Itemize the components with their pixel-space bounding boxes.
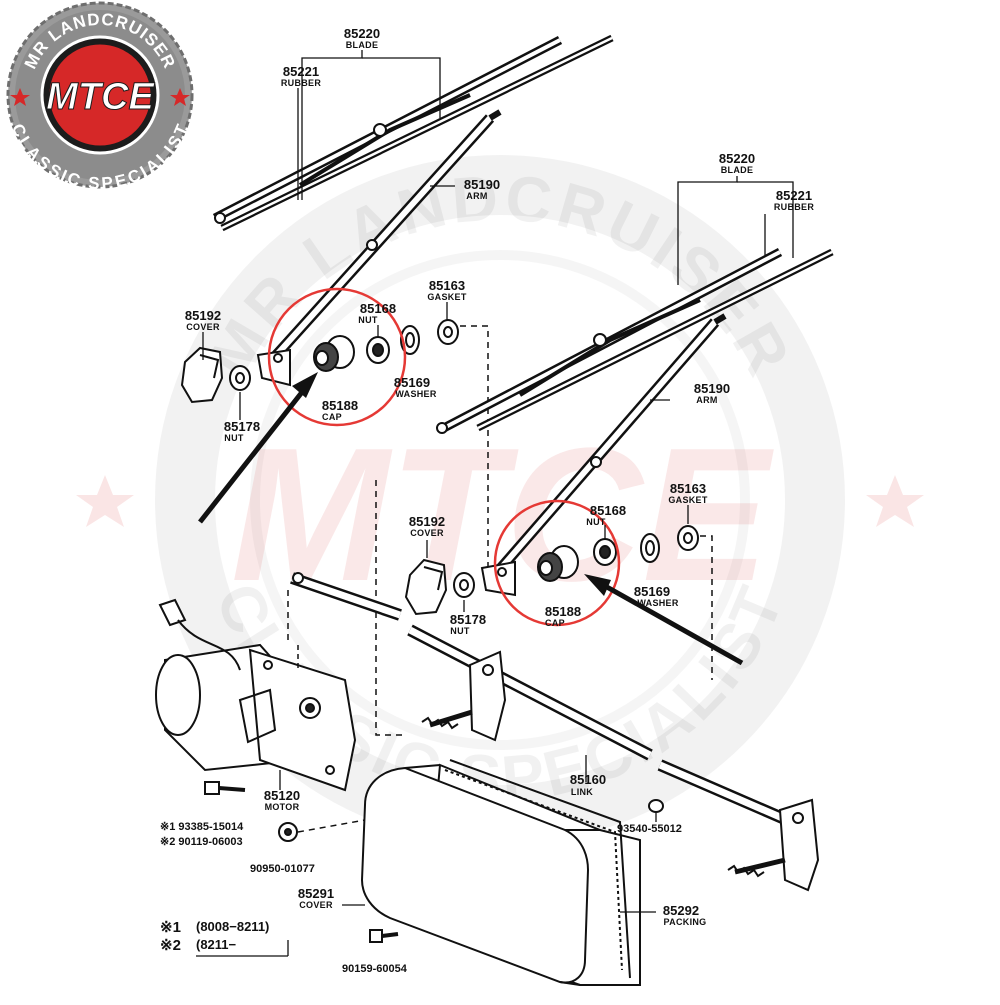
label-cap-2-num: 85188: [545, 604, 581, 619]
label-motor-num: 85120: [264, 788, 300, 803]
label-link-name: LINK: [571, 787, 593, 797]
label-cover-1-name: COVER: [186, 322, 220, 332]
label-arm-2-num: 85190: [694, 381, 730, 396]
cap-85188-1-icon: [313, 335, 355, 372]
label-washer-1-num: 85169: [394, 375, 430, 390]
crank-lever-icon: [290, 572, 402, 621]
cover-85192-2-icon: [404, 558, 448, 616]
label-cover-1-num: 85192: [185, 308, 221, 323]
wiper-arm-1-icon: [256, 109, 502, 387]
label-nut-1-num: 85178: [224, 419, 260, 434]
label-arm-2-name: ARM: [696, 395, 717, 405]
legend-range-1: (8008−8211): [196, 919, 269, 934]
leader-lines: [202, 50, 794, 913]
pivot-bracket-left-icon: [421, 650, 507, 742]
label-blade-1-name: BLADE: [346, 40, 379, 50]
label-motor-name: MOTOR: [265, 802, 300, 812]
label-washer-2-name: WASHER: [637, 598, 679, 608]
nut-85178-2-icon: [453, 572, 475, 598]
linkage: [287, 572, 820, 892]
label-bolt-2: ※2 90119-06003: [160, 836, 243, 848]
label-gasket-2-name: GASKET: [668, 495, 708, 505]
label-gasket-1-name: GASKET: [427, 292, 467, 302]
label-nut-2-name: NUT: [450, 626, 470, 636]
label-bolt-1: ※1 93385-15014: [160, 821, 244, 833]
watermark-star-right-icon: [866, 475, 924, 527]
label-cover-box-num: 85291: [298, 886, 334, 901]
watermark-star-left-icon: [76, 475, 134, 527]
label-arm-1-name: ARM: [466, 191, 487, 201]
label-cap-1-num: 85188: [322, 398, 358, 413]
grommet-icon: [278, 822, 298, 842]
highlight-circle-2: [493, 499, 621, 627]
label-blade-2-num: 85220: [719, 151, 755, 166]
label-washer-1-name: WASHER: [395, 389, 437, 399]
nut-85168-2-icon: [593, 538, 617, 566]
label-cap-2-name: CAP: [545, 618, 565, 628]
label-nut-top-1-name: NUT: [358, 315, 378, 325]
gasket-85163-1-icon: [437, 319, 459, 345]
label-rubber-2-num: 85221: [776, 188, 812, 203]
label-gasket-2-num: 85163: [670, 481, 706, 496]
label-washer-2-num: 85169: [634, 584, 670, 599]
logo-monogram: MTCE: [46, 76, 155, 118]
label-rubber-1-num: 85221: [283, 64, 319, 79]
label-cover-box-name: COVER: [299, 900, 333, 910]
label-rubber-1-name: RUBBER: [281, 78, 322, 88]
label-packing-num: 85292: [663, 903, 699, 918]
pointer-arrow-2: [584, 574, 744, 666]
legend-mark-1: ※1: [160, 919, 181, 936]
washer-85169-2-icon: [640, 533, 660, 563]
logo-badge: MR LANDCRUISER CLASSIC SPECIALIST MTCE: [6, 1, 194, 193]
label-nut-top-1-num: 85168: [360, 301, 396, 316]
bolt-icon: [204, 781, 246, 795]
label-blade-1-num: 85220: [344, 26, 380, 41]
highlight-circle-1: [267, 287, 407, 427]
label-blade-2-name: BLADE: [721, 165, 754, 175]
pointer-arrow-1: [198, 372, 318, 524]
wiper-blade-1-icon: [212, 34, 614, 232]
label-cover-2-num: 85192: [409, 514, 445, 529]
label-screw-right: 93540-55012: [617, 823, 682, 835]
label-nut-2-num: 85178: [450, 612, 486, 627]
cap-85188-2-icon: [537, 545, 579, 582]
screw-right-icon: [648, 799, 664, 813]
label-link-num: 85160: [570, 772, 606, 787]
wiper-motor-85120-icon: [155, 598, 357, 792]
label-nut-top-2-num: 85168: [590, 503, 626, 518]
label-packing-name: PACKING: [664, 917, 707, 927]
label-nut-1-name: NUT: [224, 433, 244, 443]
nut-85168-1-icon: [366, 336, 390, 364]
part-labels: 85220 BLADE 85221 RUBBER 85190 ARM 85163…: [160, 26, 814, 975]
label-cover-2-name: COVER: [410, 528, 444, 538]
wiper-blade-2-icon: [436, 248, 834, 434]
wiper-arm-2-icon: [480, 313, 727, 597]
gasket-85163-2-icon: [677, 525, 699, 551]
label-gasket-1-num: 85163: [429, 278, 465, 293]
small-fasteners: [204, 781, 664, 943]
legend-mark-2: ※2: [160, 937, 181, 954]
logo-star-right-icon: [170, 88, 190, 106]
nut-85178-1-icon: [229, 365, 251, 391]
legend-range-2: (8211−: [196, 937, 237, 952]
screw-bottom-icon: [369, 929, 399, 943]
label-screw-bottom: 90159-60054: [342, 963, 408, 975]
label-cap-1-name: CAP: [322, 412, 342, 422]
wiper-assembly-left: [180, 34, 614, 570]
cover-box-85291-icon: [360, 759, 641, 986]
label-nut-top-2-name: NUT: [586, 517, 606, 527]
pivot-bracket-right-icon: [727, 798, 820, 892]
label-grommet: 90950-01077: [250, 863, 315, 875]
label-rubber-2-name: RUBBER: [774, 202, 815, 212]
wiper-assembly-right: [375, 248, 834, 736]
label-arm-1-num: 85190: [464, 177, 500, 192]
logo-star-left-icon: [10, 88, 30, 106]
